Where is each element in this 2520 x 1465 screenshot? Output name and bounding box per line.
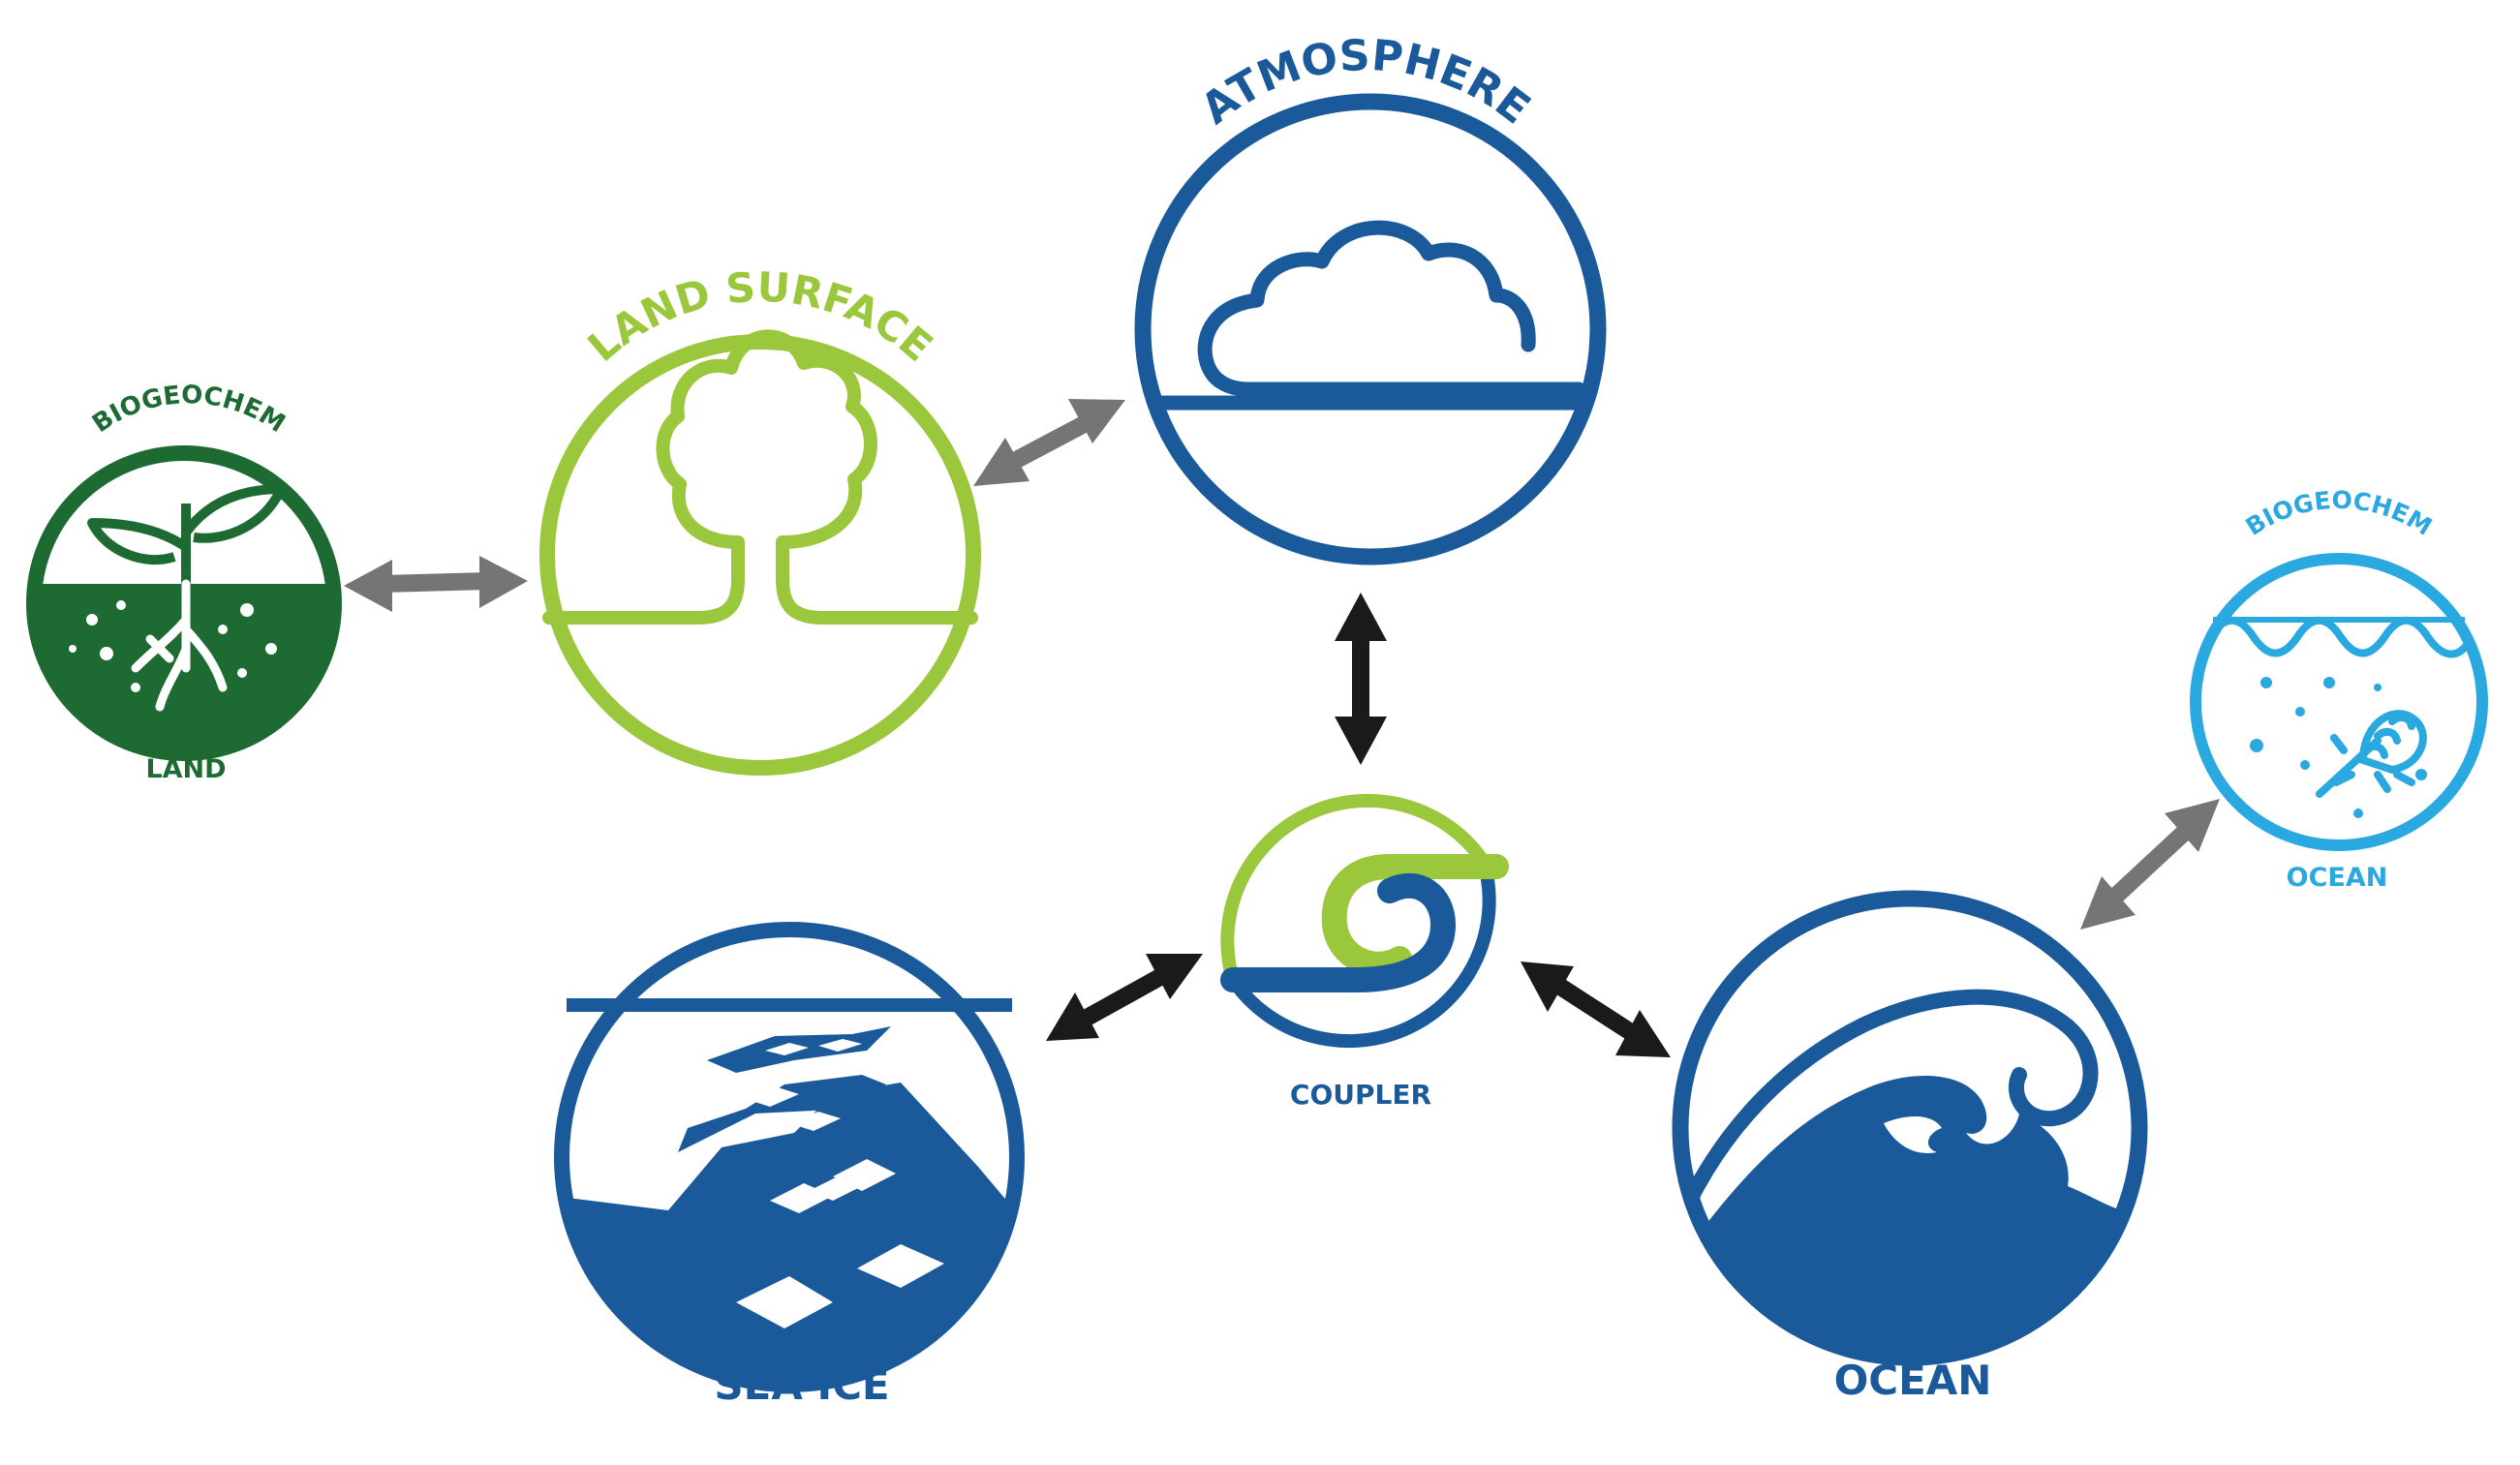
biogeochem-ocean-ring (2190, 553, 2488, 851)
biogeochem-land-top-label: BIOGEOCHEM (87, 381, 290, 439)
swirl-icon (1321, 854, 1509, 977)
coupler-label: COUPLER (1290, 1079, 1431, 1111)
sea-ice-node[interactable]: SEA ICE (552, 922, 1056, 1414)
swirl-icon-blue (1220, 873, 1457, 992)
coupler-ring-green (1220, 793, 1490, 982)
land-surface-horizon-line (542, 535, 978, 625)
link-ocean-to-biogeochem-ocean (2080, 799, 2220, 930)
biogeochem-ocean-top-label: BIOGEOCHEM (2241, 486, 2437, 541)
biogeochem-land-bottom-label: LAND (145, 754, 226, 784)
coupler-node[interactable]: COUPLER (1220, 793, 1509, 1111)
link-biogeochem-land-to-land-surface (344, 556, 528, 612)
atmosphere-ring (1134, 93, 1607, 565)
atmosphere-label: ATMOSPHERE (1192, 31, 1539, 135)
land-surface-node[interactable]: LAND SURFACE (539, 263, 981, 776)
cloud-icon (1197, 220, 1586, 397)
atmosphere-node[interactable]: ATMOSPHERE (1134, 31, 1607, 565)
biogeochem-ocean-bottom-label: OCEAN (2287, 863, 2388, 893)
link-atmosphere-to-coupler (1335, 593, 1387, 765)
link-coupler-to-ocean (1521, 961, 1671, 1057)
land-surface-label: LAND SURFACE (579, 263, 941, 371)
plankton-icon (2316, 710, 2427, 798)
ocean-node[interactable]: OCEAN (1672, 890, 2150, 1414)
water-surface-wave (2206, 616, 2472, 658)
link-land-surface-to-atmosphere (973, 399, 1125, 486)
land-surface-ring (539, 334, 981, 776)
sea-ice-label: SEA ICE (714, 1361, 889, 1409)
coupler-ring-blue (1227, 860, 1496, 1049)
biogeochem-land-node[interactable]: BIOGEOCHEM LAND (26, 381, 342, 784)
link-coupler-to-sea-ice (1046, 954, 1203, 1041)
ocean-label: OCEAN (1834, 1357, 1992, 1404)
wave-icon (1680, 989, 2139, 1358)
biogeochem-ocean-node[interactable]: BIOGEOCHEM OCEAN (2190, 486, 2488, 893)
ice-floes-icon (562, 1026, 1017, 1385)
sprout-icon (87, 484, 286, 712)
ocean-particles (2250, 677, 2427, 818)
tree-icon (656, 329, 877, 549)
soil-particles (69, 600, 277, 692)
